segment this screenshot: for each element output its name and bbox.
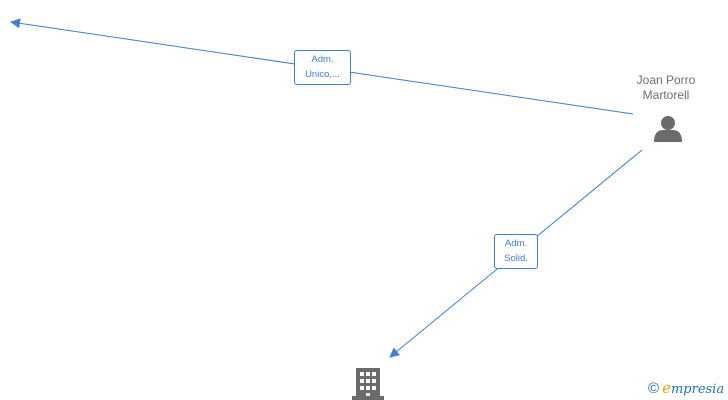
building-icon[interactable] [352, 368, 384, 400]
person-name-line2: Martorell [642, 88, 690, 102]
person-icon[interactable] [654, 116, 682, 142]
person-name[interactable]: Joan Porro Martorell [612, 73, 720, 103]
copyright-icon: © [648, 380, 660, 397]
brand-first-letter: e [662, 379, 671, 397]
edge-label-adm-solid[interactable]: Adm. Solid. [494, 234, 538, 269]
edge-label-line2: Solid. [504, 253, 528, 264]
edge-label-line2: Unico,... [305, 69, 340, 80]
brand-name: mpresia [670, 382, 725, 397]
edge-label-line1: Adm. [504, 238, 528, 249]
edge-label-adm-unico[interactable]: Adm. Unico,... [294, 50, 351, 85]
empresia-watermark: ©empresia [648, 379, 724, 399]
person-name-line1: Joan Porro [636, 73, 696, 87]
edge-label-line1: Adm. [311, 54, 334, 65]
